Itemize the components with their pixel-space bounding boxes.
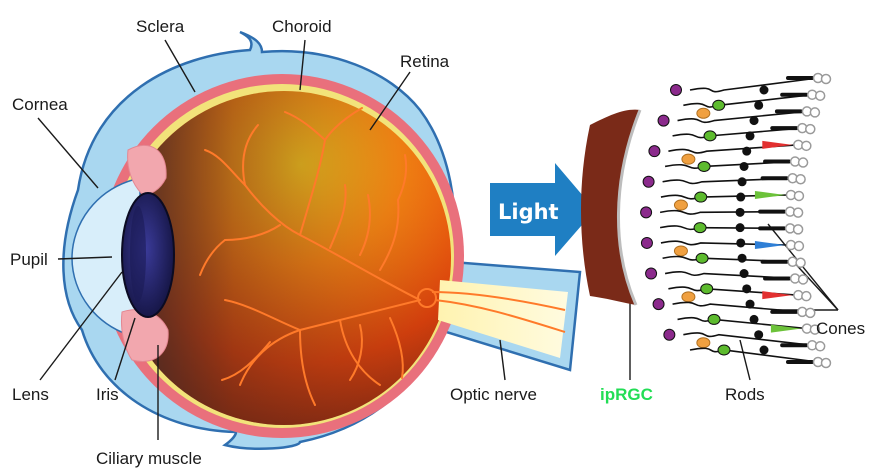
photoreceptor-nucleus (760, 346, 769, 355)
amacrine-cell (697, 108, 710, 118)
photoreceptor-nucleus (746, 131, 755, 140)
photoreceptor-nucleus (760, 86, 769, 95)
iris-label: Iris (96, 386, 119, 403)
light-label: Light (498, 200, 559, 224)
cones-label: Cones (816, 320, 865, 337)
amacrine-cell (674, 246, 687, 256)
outer-segment (799, 275, 808, 284)
light-arrow: Light (490, 163, 595, 256)
outer-segment (821, 359, 830, 368)
photoreceptor-nucleus (740, 162, 749, 171)
ganglion-cell (641, 237, 652, 248)
iprgc-label: ipRGC (600, 386, 653, 403)
amacrine-cell (682, 154, 695, 164)
outer-segment (794, 208, 803, 217)
photoreceptor-nucleus (736, 238, 745, 247)
outer-segment (802, 141, 811, 150)
bipolar-cell (704, 131, 716, 141)
lens (122, 193, 174, 317)
cornea-label: Cornea (12, 96, 68, 113)
photoreceptor-nucleus (740, 269, 749, 278)
outer-segment (810, 108, 819, 117)
photoreceptor-nucleus (738, 254, 747, 263)
cone-cell (755, 191, 785, 199)
lens-label: Lens (12, 386, 49, 403)
photoreceptor-nucleus (736, 193, 745, 202)
photoreceptor-nucleus (754, 101, 763, 110)
ganglion-cell (664, 329, 675, 340)
bipolar-cell (713, 100, 725, 110)
photoreceptor-nucleus (738, 177, 747, 186)
outer-segment (794, 225, 803, 234)
photoreceptor-nucleus (754, 330, 763, 339)
ganglion-cell (643, 176, 654, 187)
rods-label: Rods (725, 386, 765, 403)
outer-segment (802, 292, 811, 301)
ganglion-cell (646, 268, 657, 279)
outer-segment (806, 125, 815, 134)
sclera-label: Sclera (136, 18, 184, 35)
cell-wire (690, 78, 818, 92)
ciliary-muscle-label: Ciliary muscle (96, 450, 202, 467)
outer-segment (796, 258, 805, 267)
outer-segment (816, 91, 825, 100)
outer-segment (794, 191, 803, 200)
pupil-label: Pupil (10, 251, 48, 268)
photoreceptor-nucleus (750, 116, 759, 125)
outer-segment (816, 342, 825, 351)
outer-segment (822, 75, 831, 84)
cone-cell (755, 241, 785, 249)
choroid-label: Choroid (272, 18, 332, 35)
bipolar-cell (698, 161, 710, 171)
bipolar-cell (718, 345, 730, 355)
amacrine-cell (697, 338, 710, 348)
photoreceptor-nucleus (736, 223, 745, 232)
bipolar-cell (694, 223, 706, 233)
photoreceptor-nucleus (750, 315, 759, 324)
ganglion-cell (649, 146, 660, 157)
amacrine-cell (674, 200, 687, 210)
bipolar-cell (708, 314, 720, 324)
outer-segment (796, 175, 805, 184)
outer-segment (806, 308, 815, 317)
cell-wire (690, 348, 818, 362)
optic-nerve-label: Optic nerve (450, 386, 537, 403)
bipolar-cell (695, 192, 707, 202)
outer-segment (799, 158, 808, 167)
cone-cell (762, 291, 792, 299)
photoreceptor-nucleus (736, 208, 745, 217)
bipolar-cell (701, 284, 713, 294)
retina-label: Retina (400, 53, 449, 70)
retina-cells (581, 74, 831, 368)
outer-segment (794, 242, 803, 251)
ganglion-cell (641, 207, 652, 218)
ganglion-cell (671, 85, 682, 96)
ganglion-cell (653, 299, 664, 310)
photoreceptor-nucleus (742, 147, 751, 156)
ganglion-cell (658, 115, 669, 126)
bipolar-cell (696, 253, 708, 263)
photoreceptor-nucleus (746, 300, 755, 309)
photoreceptor-nucleus (742, 284, 751, 293)
amacrine-cell (682, 292, 695, 302)
cone-cell (762, 141, 792, 149)
